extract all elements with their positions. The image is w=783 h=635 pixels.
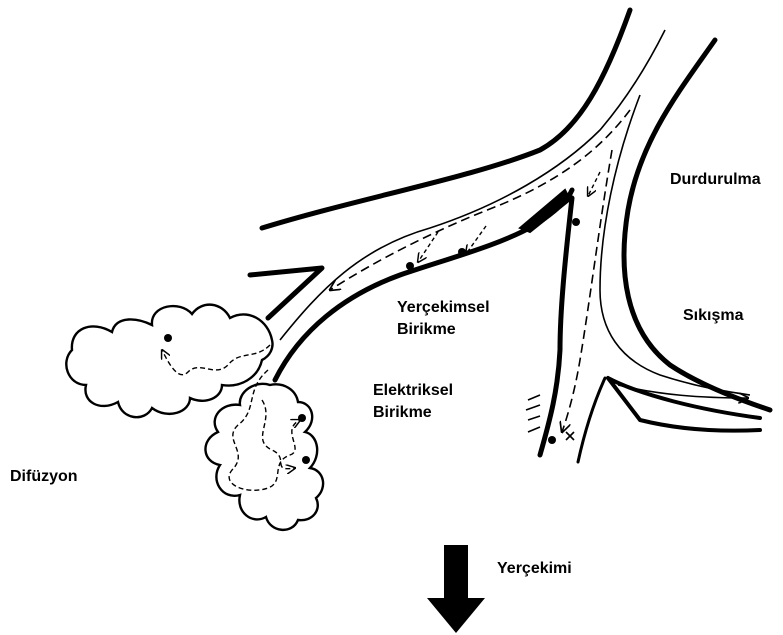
airway-wall-right-outer — [624, 40, 770, 410]
particle-dot — [548, 436, 556, 444]
label-durdurulma: Durdurulma — [670, 169, 761, 191]
particle-dot — [164, 334, 172, 342]
alveolar-sac-upper — [66, 305, 272, 418]
side-branch-stub — [250, 268, 322, 318]
label-yercekimsel-birikme: Yerçekimsel Birikme — [397, 297, 490, 341]
particle-dot — [298, 414, 306, 422]
label-difuzyon: Difüzyon — [10, 466, 78, 488]
label-elektriksel-birikme: Elektriksel Birikme — [373, 380, 453, 424]
particle-dot — [458, 248, 466, 256]
lower-branch-right-wall — [578, 378, 605, 462]
diffusion-path-lower-2 — [262, 400, 295, 469]
sedimentation-arrow-3 — [588, 172, 600, 196]
label-sikisma: Sıkışma — [683, 305, 743, 327]
particle-dot — [406, 262, 414, 270]
particle-dot — [302, 456, 310, 464]
airway-wall-lower-thick — [275, 190, 572, 380]
carina-ridge — [520, 190, 570, 232]
airway-wall-upper-outer — [262, 10, 630, 228]
impaction-ridge — [608, 378, 760, 431]
airway-wall-inner-thin-top — [280, 30, 665, 340]
label-yercekimi: Yerçekimi — [497, 558, 572, 580]
particle-dot — [572, 218, 580, 226]
diffusion-path-upper — [162, 345, 270, 375]
gravity-arrow-icon — [427, 545, 485, 633]
